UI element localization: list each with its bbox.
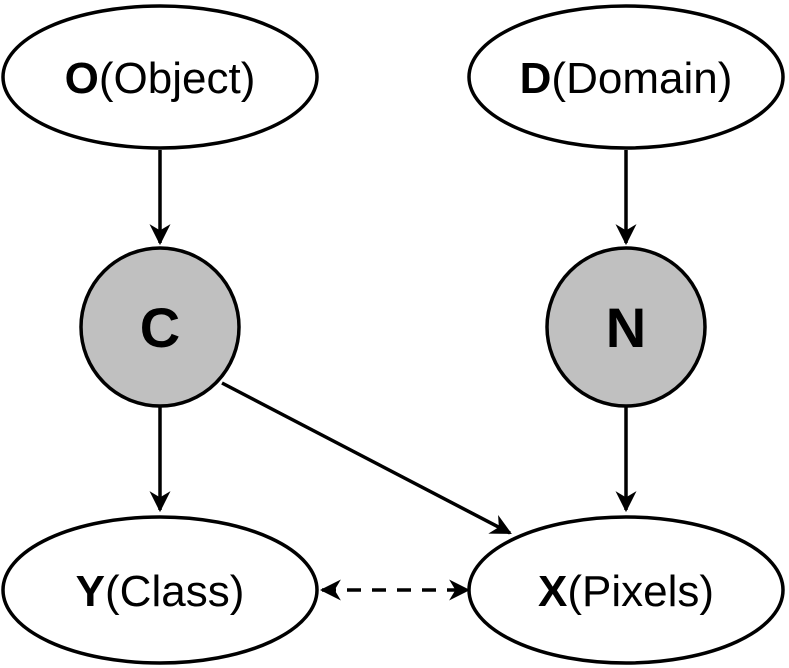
node-domain-shape (467, 4, 785, 150)
node-pixels: X(Pixels) (467, 515, 785, 665)
node-pixels-label: (Pixels) (567, 567, 714, 616)
node-domain: D(Domain) (467, 4, 785, 150)
node-domain-text: D(Domain) (520, 54, 733, 103)
node-c-letter: C (140, 296, 180, 359)
node-class-text: Y(Class) (76, 567, 245, 616)
node-object-shape (1, 4, 319, 150)
node-object-label: (Object) (99, 54, 255, 103)
edge-c-to-pixels (221, 381, 512, 535)
node-domain-label: (Domain) (551, 54, 732, 103)
node-domain-letter: D (520, 54, 552, 103)
node-class: Y(Class) (1, 515, 319, 665)
node-class-label: (Class) (105, 567, 244, 616)
node-n-letter: N (606, 296, 646, 359)
node-pixels-text: X(Pixels) (538, 567, 714, 616)
node-class-letter: Y (76, 567, 105, 616)
node-object-text: O(Object) (65, 54, 256, 103)
node-pixels-shape (467, 515, 785, 665)
node-c: C (79, 246, 241, 408)
node-object-letter: O (65, 54, 99, 103)
node-class-shape (1, 515, 319, 665)
node-n-shape (545, 246, 707, 408)
node-n: N (545, 246, 707, 408)
node-pixels-letter: X (538, 567, 567, 616)
node-c-shape (79, 246, 241, 408)
node-object: O(Object) (1, 4, 319, 150)
